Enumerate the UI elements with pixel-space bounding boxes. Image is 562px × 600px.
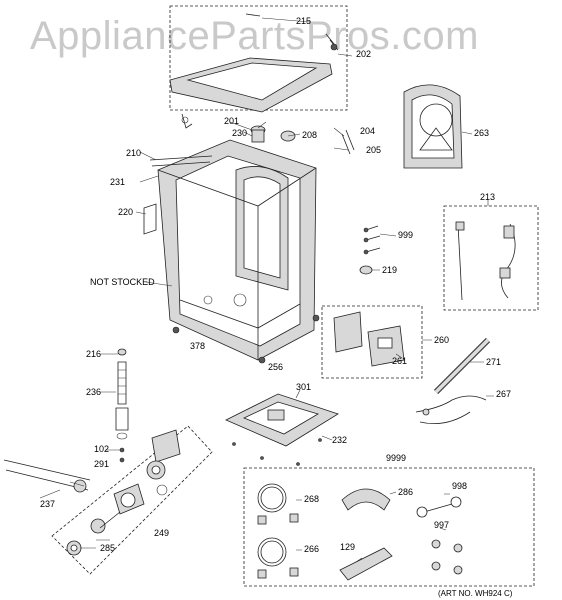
- callout-260: 260: [434, 335, 450, 345]
- callout-9999: 9999: [386, 453, 407, 463]
- callout-215: 215: [296, 16, 312, 26]
- callout-219: 219: [382, 265, 398, 275]
- callout-267: 267: [496, 389, 512, 399]
- base-plate: [225, 389, 339, 466]
- callout-301: 301: [296, 382, 312, 392]
- callout-249: 249: [154, 528, 170, 538]
- callout-998: 998: [452, 481, 468, 491]
- rear-gasket-part: [403, 84, 473, 169]
- callout-231: 231: [110, 177, 126, 187]
- callout-205: 205: [366, 145, 382, 155]
- callout-236: 236: [86, 387, 102, 397]
- top-cover-group: [169, 5, 353, 113]
- callout-266: 266: [304, 544, 320, 554]
- callout-216: 216: [86, 349, 102, 359]
- cabinet-frame: [135, 139, 320, 364]
- callout-204: 204: [360, 126, 376, 136]
- callout-230: 230: [232, 128, 248, 138]
- upper-small-parts: [181, 113, 355, 155]
- callout-201: 201: [224, 116, 240, 126]
- callout-213: 213: [480, 192, 496, 202]
- wire-harness-group: [443, 200, 539, 311]
- callout-102: 102: [94, 444, 110, 454]
- callout-232: 232: [332, 435, 348, 445]
- callout-not-stocked: NOT STOCKED: [90, 277, 155, 287]
- callout-271: 271: [486, 357, 502, 367]
- pump-left-parts: [3, 348, 129, 499]
- callout-210: 210: [126, 148, 142, 158]
- callout-378: 378: [190, 341, 206, 351]
- art-number-caption: (ART NO. WH924 C): [438, 589, 513, 598]
- screws-clips: [359, 225, 397, 275]
- watermark-text: AppliancePartsPros.com: [30, 14, 479, 58]
- callout-997: 997: [434, 520, 450, 530]
- callout-261: 261: [392, 356, 408, 366]
- callout-263: 263: [474, 128, 490, 138]
- callout-268: 268: [304, 494, 320, 504]
- callout-999: 999: [398, 230, 414, 240]
- callout-237: 237: [40, 499, 56, 509]
- callout-256: 256: [268, 362, 284, 372]
- callout-220: 220: [118, 207, 134, 217]
- callout-291: 291: [94, 459, 110, 469]
- drain-hose-parts: [415, 337, 494, 425]
- callout-129: 129: [340, 542, 356, 552]
- pump-assembly-group: [51, 425, 213, 575]
- control-board-group: [321, 305, 432, 379]
- callout-286: 286: [398, 487, 414, 497]
- callout-202: 202: [356, 49, 372, 59]
- callout-208: 208: [302, 130, 318, 140]
- accessory-kit-group: [243, 467, 535, 587]
- callout-285: 285: [100, 543, 116, 553]
